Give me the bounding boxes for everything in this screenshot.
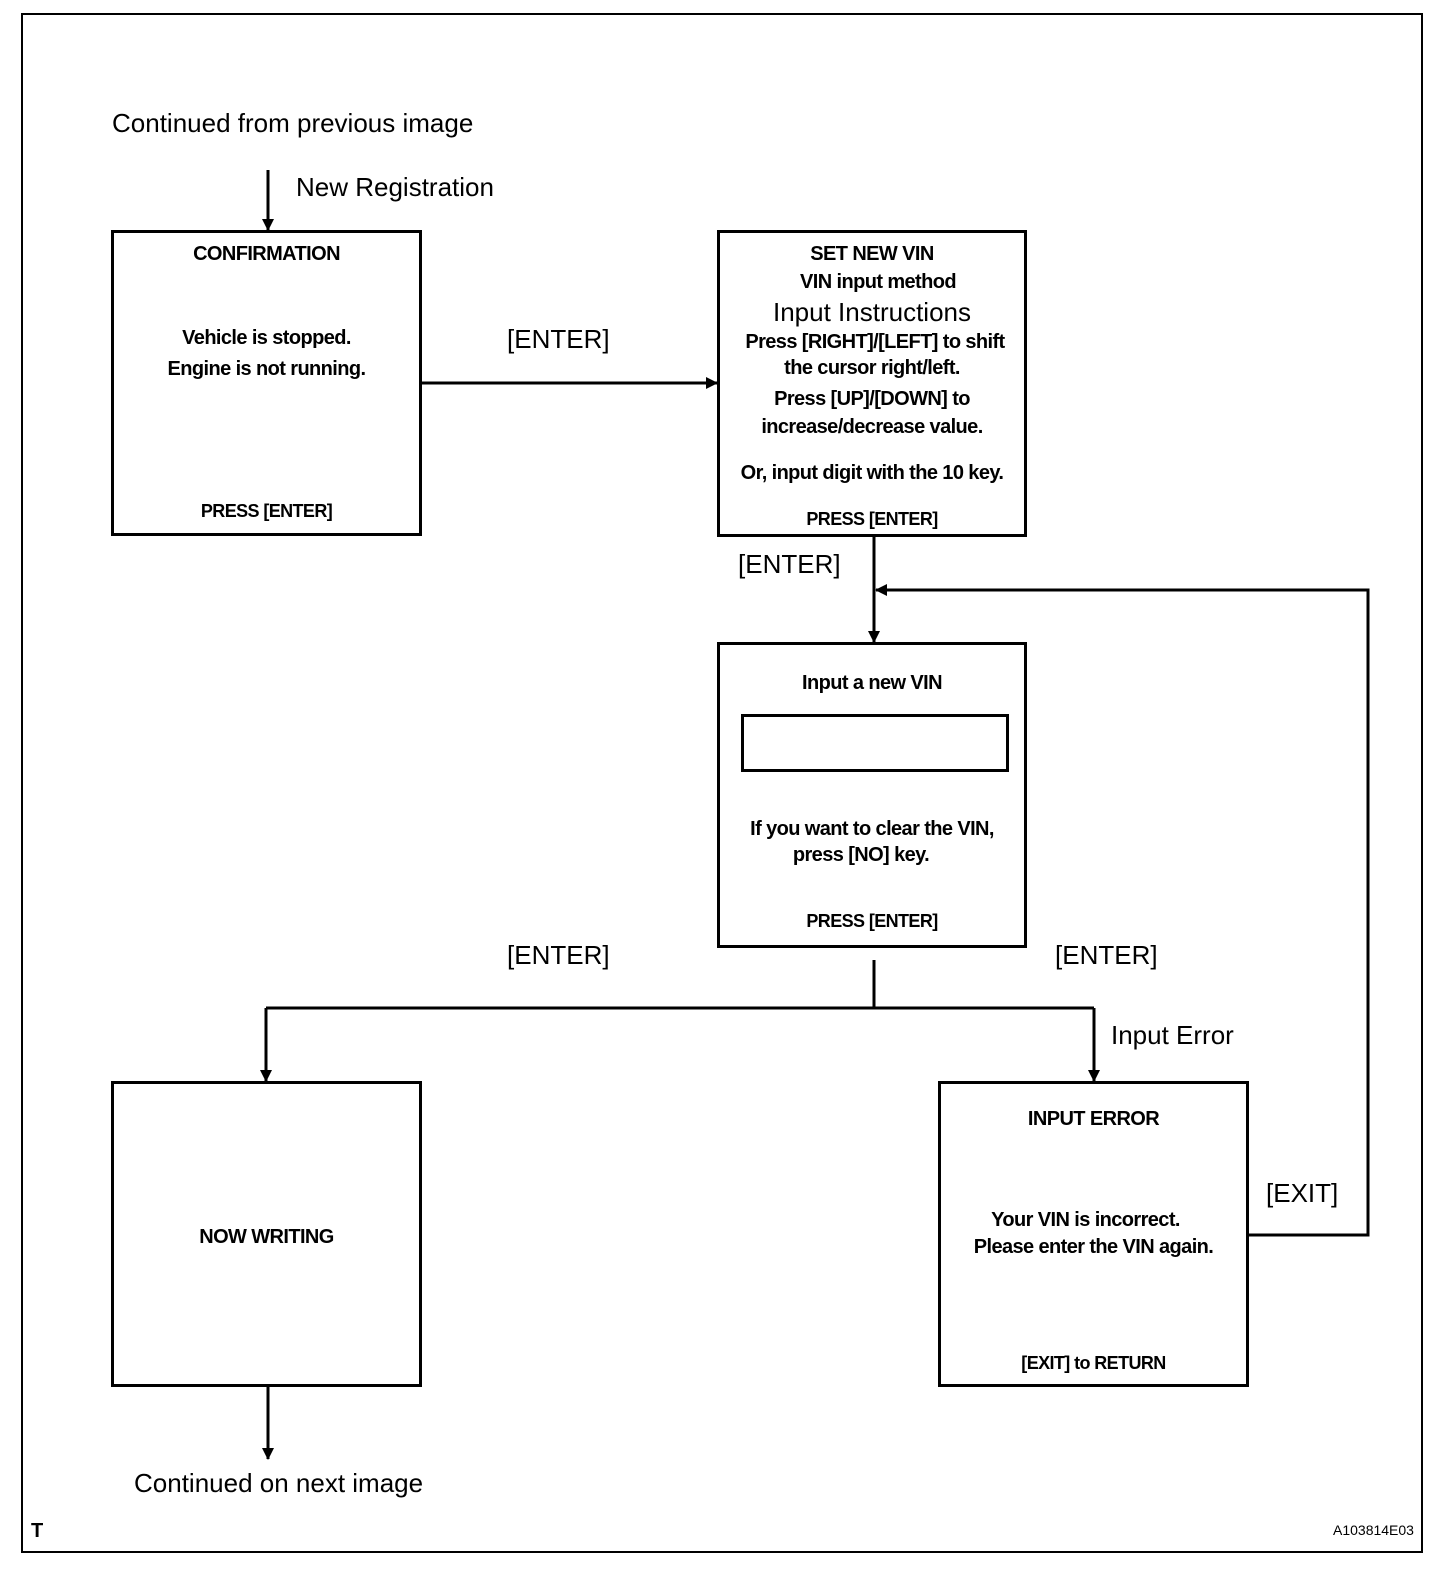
exit-label: [EXIT] (1266, 1178, 1339, 1208)
input-error-footer: [EXIT] to RETURN (1021, 1353, 1166, 1373)
continued-on-label: Continued on next image (134, 1468, 424, 1498)
set-new-vin-screen: SET NEW VIN VIN input method Input Instr… (717, 230, 1027, 537)
input-error-screen: INPUT ERROR Your VIN is incorrect. Pleas… (938, 1081, 1249, 1387)
confirmation-title: CONFIRMATION (193, 243, 340, 265)
input-new-vin-title: Input a new VIN (802, 672, 943, 694)
input-new-vin-line1: If you want to clear the VIN, (750, 818, 994, 840)
set-new-vin-line3: Press [UP]/[DOWN] to (774, 388, 970, 410)
input-new-vin-footer: PRESS [ENTER] (806, 911, 938, 931)
set-new-vin-line2: the cursor right/left. (784, 357, 960, 379)
now-writing-title: NOW WRITING (199, 1226, 334, 1248)
vin-input-field[interactable] (741, 714, 1009, 772)
input-new-vin-screen: Input a new VIN If you want to clear the… (717, 642, 1027, 948)
input-new-vin-line2: press [NO] key. (792, 844, 930, 866)
enter-label-3: [ENTER] (507, 940, 610, 970)
enter-label-4: [ENTER] (1055, 940, 1158, 970)
input-instructions-heading: Input Instructions (773, 297, 971, 327)
set-new-vin-line1: Press [RIGHT]/[LEFT] to shift (745, 331, 1005, 353)
set-new-vin-subtitle: VIN input method (800, 271, 957, 293)
set-new-vin-line5: Or, input digit with the 10 key. (740, 462, 1004, 484)
input-error-title: INPUT ERROR (1027, 1108, 1160, 1130)
set-new-vin-footer: PRESS [ENTER] (806, 509, 938, 529)
figure-code: A103814E03 (1333, 1522, 1414, 1538)
corner-mark: T (31, 1520, 44, 1542)
set-new-vin-line4: increase/decrease value. (761, 416, 983, 438)
input-error-line1: Your VIN is incorrect. (991, 1209, 1180, 1231)
diagram-frame (21, 13, 1423, 1553)
input-error-line2: Please enter the VIN again. (973, 1236, 1214, 1258)
set-new-vin-title: SET NEW VIN (810, 243, 934, 265)
input-error-label: Input Error (1111, 1020, 1234, 1050)
confirmation-screen: CONFIRMATION Vehicle is stopped. Engine … (111, 230, 422, 536)
continued-from-label: Continued from previous image (112, 108, 474, 138)
exit-loop-line (875, 584, 1370, 1237)
confirmation-line2: Engine is not running. (167, 358, 367, 380)
confirmation-footer: PRESS [ENTER] (200, 501, 333, 521)
confirmation-line1: Vehicle is stopped. (182, 327, 351, 349)
enter-label-2: [ENTER] (738, 549, 841, 579)
enter-label-1: [ENTER] (507, 324, 610, 354)
now-writing-screen: NOW WRITING (111, 1081, 422, 1387)
new-registration-label: New Registration (296, 172, 494, 202)
